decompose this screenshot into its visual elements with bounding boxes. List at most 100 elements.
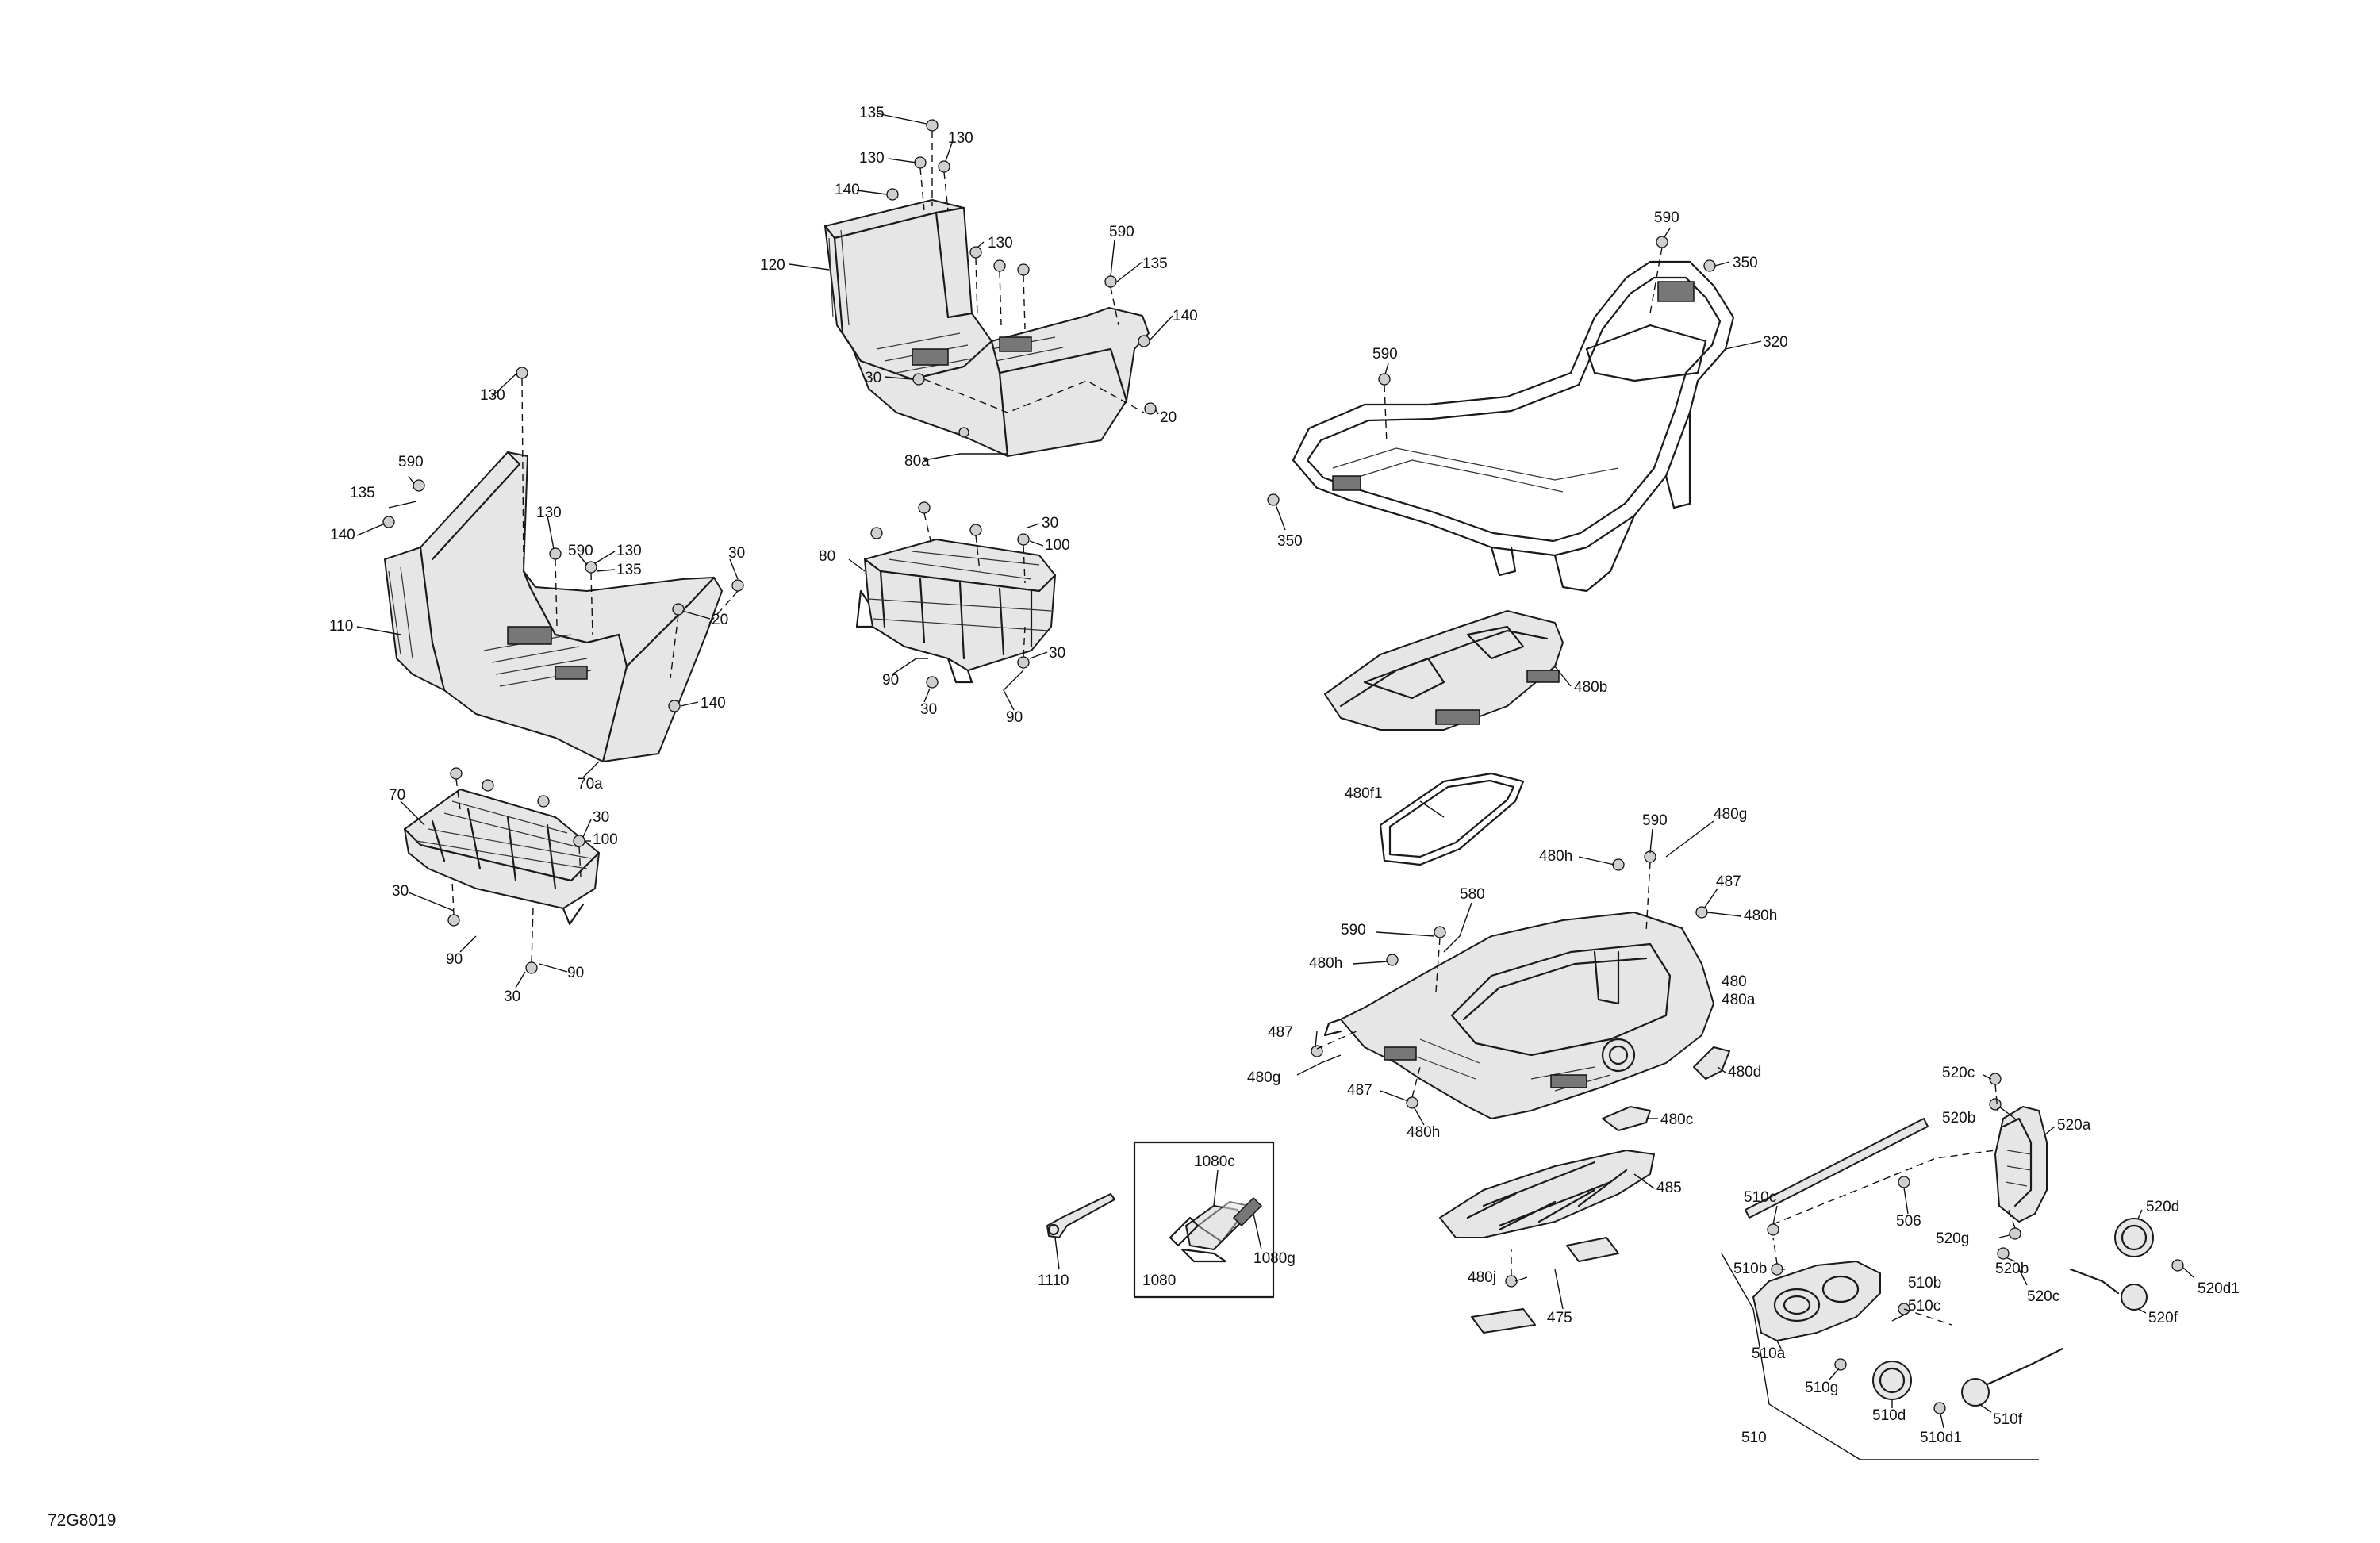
part-485-skid-plate — [1439, 1150, 1655, 1238]
callout-label: 510d1 — [1920, 1430, 1962, 1446]
callout-label: 135 — [350, 485, 375, 501]
callout-label: 510f — [1993, 1411, 2023, 1428]
part-480d-pad — [1693, 1046, 1730, 1080]
callout-label: 485 — [1656, 1180, 1682, 1196]
callout-label: 20 — [1160, 409, 1177, 426]
callout-label: 120 — [760, 257, 785, 274]
callout-label: 80a — [904, 453, 930, 470]
part-120-front-fender — [823, 199, 1150, 458]
callout-label: 1110 — [1038, 1272, 1069, 1289]
callout-label: 510g — [1805, 1380, 1838, 1396]
callout-label: 130 — [988, 235, 1013, 251]
part-480b-storage-lid — [1324, 610, 1564, 731]
part-520d-bulb — [2114, 1218, 2154, 1257]
callout-label: 130 — [859, 150, 885, 167]
callout-label: 590 — [1372, 346, 1398, 363]
callout-label: 590 — [1642, 812, 1668, 829]
callout-label: 487 — [1716, 873, 1741, 890]
callout-label: 135 — [1142, 255, 1168, 272]
callout-label: 140 — [1173, 308, 1198, 324]
callout-label: 520f — [2148, 1310, 2178, 1326]
callout-label: 487 — [1268, 1024, 1293, 1041]
part-506-bar — [1745, 1118, 1929, 1219]
callout-label: 20 — [712, 612, 728, 628]
callout-label: 520g — [1936, 1230, 1969, 1247]
callout-label: 90 — [882, 672, 899, 689]
callout-label: 510b — [1908, 1275, 1941, 1292]
kit-1080-box — [1133, 1141, 1275, 1299]
callout-label: 135 — [616, 562, 642, 578]
callout-label: 480h — [1407, 1124, 1440, 1141]
fasteners — [382, 119, 2184, 1414]
callout-label: 100 — [1045, 537, 1070, 554]
callout-labels: 135 130 130 140 120 130 590 135 140 30 2… — [329, 105, 2240, 1446]
callout-label: 475 — [1547, 1310, 1572, 1326]
callout-label: 480h — [1309, 955, 1342, 972]
callout-label: 350 — [1277, 533, 1303, 550]
callout-label: 510c — [1908, 1298, 1940, 1315]
callout-label: 487 — [1347, 1082, 1372, 1099]
callout-label: 520a — [2057, 1117, 2091, 1134]
callout-label: 480j — [1468, 1269, 1496, 1286]
part-320-rack-frame — [1292, 260, 1735, 593]
callout-label: 70a — [578, 776, 603, 793]
callout-label: 90 — [1006, 709, 1023, 726]
callout-label: 520d — [2146, 1199, 2179, 1215]
callout-label: 140 — [701, 695, 726, 712]
part-510f-connector — [1961, 1347, 2064, 1407]
callout-label: 480g — [1247, 1069, 1280, 1086]
callout-label: 320 — [1763, 334, 1788, 351]
callout-label: 90 — [446, 951, 463, 968]
part-480-storage-box — [1323, 912, 1714, 1119]
callout-label: 520c — [1942, 1065, 1975, 1081]
callout-label: 480 — [1722, 973, 1747, 990]
callout-label: 350 — [1733, 255, 1758, 271]
callout-label: 590 — [1109, 224, 1134, 240]
callout-label: 510d — [1872, 1407, 1906, 1424]
drawing-code: 72G8019 — [48, 1511, 116, 1530]
callout-label: 135 — [859, 105, 885, 121]
callout-label: 480b — [1574, 679, 1607, 696]
leader-lines — [356, 113, 2194, 1460]
callout-label: 130 — [536, 505, 562, 521]
callout-label: 30 — [593, 809, 609, 826]
callout-label: 1080c — [1194, 1153, 1235, 1170]
callout-label: 480d — [1728, 1064, 1761, 1080]
callout-label: 480c — [1660, 1111, 1693, 1128]
assembly-lines — [451, 131, 2016, 1326]
callout-label: 30 — [920, 701, 937, 718]
part-70-rear-footrest — [403, 789, 601, 926]
callout-label: 520d1 — [2198, 1280, 2240, 1297]
callout-label: 140 — [835, 182, 860, 198]
callout-label: 110 — [329, 618, 353, 635]
callout-label: 130 — [480, 387, 505, 404]
callout-label: 30 — [865, 370, 881, 386]
callout-label: 520b — [1995, 1261, 2029, 1277]
callout-label: 480h — [1744, 908, 1777, 924]
part-80-front-footrest — [855, 539, 1057, 684]
callout-label: 30 — [728, 545, 745, 562]
part-520a-headlight-bracket — [1994, 1106, 2048, 1223]
callout-label: 510 — [1741, 1430, 1767, 1446]
callout-label: 100 — [593, 831, 618, 848]
callout-label: 480h — [1539, 848, 1572, 865]
callout-label: 90 — [567, 965, 584, 981]
callout-label: 1080g — [1253, 1250, 1296, 1267]
callout-label: 580 — [1460, 886, 1485, 903]
callout-label: 80 — [819, 548, 835, 565]
callout-label: 506 — [1896, 1213, 1921, 1230]
callout-label: 510c — [1744, 1189, 1776, 1206]
callout-label: 510b — [1733, 1261, 1767, 1277]
part-480f1-seal — [1379, 772, 1525, 866]
callout-label: 480f1 — [1345, 785, 1383, 802]
callout-label: 30 — [1049, 645, 1065, 662]
callout-label: 30 — [392, 883, 409, 900]
callout-label: 480a — [1722, 992, 1756, 1008]
callout-label: 590 — [1341, 922, 1366, 938]
callout-label: 520b — [1942, 1110, 1975, 1127]
callout-label: 590 — [1654, 209, 1679, 226]
part-110-rear-fender — [384, 451, 723, 763]
callout-label: 480g — [1714, 806, 1747, 823]
callout-label: 130 — [616, 543, 642, 559]
